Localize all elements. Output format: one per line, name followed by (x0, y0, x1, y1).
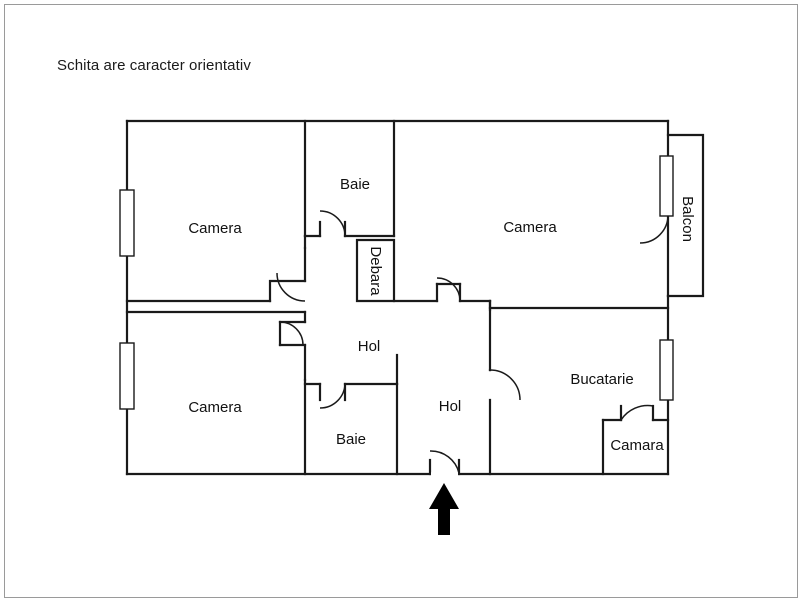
wall-camera-topleft-door-jamb (268, 279, 307, 303)
door-arc-camara (620, 404, 654, 421)
room-label-camera-top-left: Camera (188, 220, 242, 237)
door-arc-camera-top-right (436, 277, 461, 302)
window-balcon (659, 155, 674, 217)
room-label-camara: Camara (610, 437, 664, 454)
window-camera-bottom-left (119, 342, 135, 410)
room-label-camera-bottom-left: Camera (188, 399, 242, 416)
room-label-balcon: Balcon (679, 196, 696, 242)
door-arc-balcon (639, 214, 669, 244)
window-bucatarie (659, 339, 674, 401)
door-arc-entrance (429, 450, 460, 474)
room-label-baie-top: Baie (340, 176, 370, 193)
door-arc-baie-bottom (319, 382, 346, 409)
door-arc-baie-top (319, 210, 346, 237)
room-label-camera-top-right: Camera (503, 219, 557, 236)
window-camera-top-left (119, 189, 135, 257)
room-label-debara: Debara (367, 246, 384, 296)
door-arc-camera-bottom-left (279, 321, 304, 346)
room-label-hol-lower: Hol (439, 398, 462, 415)
door-swings-group (276, 210, 669, 474)
room-label-hol-upper: Hol (358, 338, 381, 355)
door-arc-bucatarie (489, 369, 521, 401)
room-labels-group: Camera Baie Debara Camera Balcon Camera … (188, 176, 696, 454)
plan-disclaimer-note: Schita are caracter orientativ (57, 57, 251, 74)
entrance-arrow (429, 483, 459, 535)
walls-group (125, 119, 705, 476)
room-label-bucatarie: Bucatarie (570, 371, 633, 388)
room-label-baie-bottom: Baie (336, 431, 366, 448)
balcony-outline (666, 133, 705, 298)
windows-group (119, 155, 674, 410)
door-arc-camera-top-left (276, 272, 306, 302)
